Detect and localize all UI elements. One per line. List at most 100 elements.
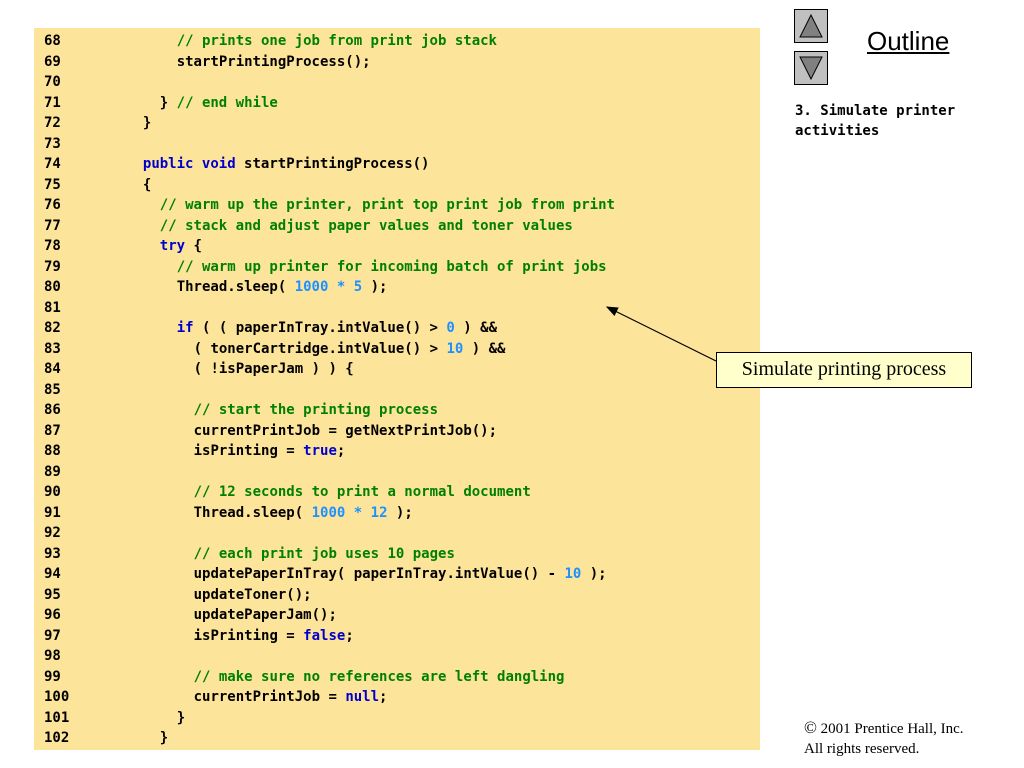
line-number: 79 bbox=[44, 258, 61, 275]
callout-box: Simulate printing process bbox=[716, 352, 972, 388]
line-number: 97 bbox=[44, 627, 61, 644]
line-number: 80 bbox=[44, 279, 61, 295]
code-text: updatePaperInTray( paperInTray.intValue(… bbox=[194, 564, 607, 585]
code-text: Thread.sleep( 1000 * 12 ); bbox=[194, 503, 413, 524]
code-text: } bbox=[177, 708, 185, 729]
copyright-notice: © 2001 Prentice Hall, Inc. All rights re… bbox=[804, 718, 1014, 759]
line-number: 81 bbox=[44, 299, 61, 316]
code-token: // make sure no references are left dang… bbox=[193, 668, 565, 685]
code-token: // stack and adjust paper values and ton… bbox=[159, 217, 573, 234]
line-number: 93 bbox=[44, 545, 61, 562]
line-number: 71 bbox=[44, 94, 61, 111]
code-token: ; bbox=[379, 689, 388, 705]
copyright-symbol: © bbox=[804, 718, 817, 737]
code-token: } bbox=[159, 730, 169, 746]
outline-step: 3. Simulate printer activities bbox=[795, 103, 956, 139]
code-token: // 12 seconds to print a normal document bbox=[193, 484, 531, 500]
code-token: 5 bbox=[353, 279, 363, 295]
code-text: updateToner(); bbox=[194, 585, 312, 606]
code-token: updatePaperInTray( paperInTray.intValue(… bbox=[193, 566, 565, 582]
code-token: } bbox=[142, 115, 152, 131]
line-number: 73 bbox=[44, 135, 61, 152]
code-token: // prints one job from print job stack bbox=[176, 33, 497, 49]
line-number: 96 bbox=[44, 607, 61, 623]
code-text: // make sure no references are left dang… bbox=[194, 667, 565, 688]
line-number: 90 bbox=[44, 484, 61, 500]
code-text: // each print job uses 10 pages bbox=[194, 544, 455, 565]
code-token: ; bbox=[336, 443, 346, 459]
line-number: 70 bbox=[44, 74, 61, 90]
code-text: // warm up printer for incoming batch of… bbox=[177, 257, 607, 278]
code-token: 0 bbox=[446, 320, 455, 336]
line-number: 98 bbox=[44, 648, 61, 664]
code-token: true bbox=[303, 443, 337, 459]
code-text: } bbox=[143, 113, 151, 134]
triangle-up-icon bbox=[799, 13, 823, 38]
code-token: currentPrintJob = getNextPrintJob(); bbox=[193, 422, 498, 439]
code-token: 10 bbox=[564, 566, 582, 582]
line-number: 69 bbox=[44, 53, 61, 70]
code-text: ( !isPaperJam ) ) { bbox=[194, 359, 354, 380]
code-text: } bbox=[160, 728, 168, 749]
code-token: Thread.sleep( bbox=[176, 279, 295, 295]
code-text: // warm up the printer, print top print … bbox=[160, 195, 615, 216]
code-text: // start the printing process bbox=[194, 400, 438, 421]
code-text: updatePaperJam(); bbox=[194, 605, 337, 626]
code-token: } bbox=[176, 709, 186, 726]
line-number: 82 bbox=[44, 320, 61, 336]
code-token: { bbox=[185, 238, 202, 254]
line-number: 75 bbox=[44, 176, 61, 193]
code-token: startPrintingProcess(); bbox=[176, 53, 371, 70]
code-token: ); bbox=[387, 504, 413, 521]
line-number: 74 bbox=[44, 156, 61, 172]
code-token: 1000 bbox=[294, 279, 329, 295]
code-token: Thread.sleep( bbox=[193, 504, 312, 521]
line-number: 100 bbox=[44, 689, 70, 705]
code-text: if ( ( paperInTray.intValue() > 0 ) && bbox=[177, 318, 497, 339]
code-token: ); bbox=[581, 566, 607, 582]
code-text: Thread.sleep( 1000 * 5 ); bbox=[177, 277, 388, 298]
code-token: // warm up the printer, print top print … bbox=[159, 197, 615, 213]
code-text: // 12 seconds to print a normal document bbox=[194, 482, 531, 503]
line-number: 102 bbox=[44, 730, 70, 746]
line-number: 94 bbox=[44, 566, 61, 582]
next-slide-button[interactable] bbox=[794, 51, 828, 85]
code-token: try bbox=[159, 238, 186, 254]
code-token: updatePaperJam(); bbox=[193, 607, 337, 623]
line-number: 78 bbox=[44, 238, 61, 254]
code-text: public void startPrintingProcess() bbox=[143, 154, 430, 175]
outline-link[interactable]: Outline bbox=[867, 26, 950, 56]
code-token: void bbox=[201, 156, 236, 172]
code-token: updateToner(); bbox=[193, 586, 312, 603]
code-text: isPrinting = true; bbox=[194, 441, 346, 462]
code-token: } bbox=[159, 94, 177, 111]
line-number: 92 bbox=[44, 525, 61, 541]
code-text: { bbox=[143, 175, 151, 196]
triangle-down-icon bbox=[799, 56, 823, 81]
line-number: 99 bbox=[44, 668, 61, 685]
code-token: * bbox=[336, 279, 346, 295]
line-number: 68 bbox=[44, 33, 61, 49]
code-token: 12 bbox=[370, 504, 388, 521]
line-number: 88 bbox=[44, 443, 61, 459]
code-token: ; bbox=[345, 627, 354, 644]
code-token: // end while bbox=[176, 94, 278, 111]
previous-slide-button[interactable] bbox=[794, 9, 828, 43]
code-token: { bbox=[142, 176, 152, 193]
code-listing: 68 // prints one job from print job stack… bbox=[34, 28, 760, 750]
code-token: ( tonerCartridge.intValue() > bbox=[193, 340, 447, 357]
code-token: ( !isPaperJam ) ) { bbox=[193, 361, 354, 377]
code-text: isPrinting = false; bbox=[194, 626, 354, 647]
code-token: ) && bbox=[463, 340, 506, 357]
line-number: 89 bbox=[44, 463, 61, 480]
code-token: // warm up printer for incoming batch of… bbox=[176, 258, 607, 275]
code-text: ( tonerCartridge.intValue() > 10 ) && bbox=[194, 339, 506, 360]
code-token: * bbox=[353, 504, 363, 521]
code-text: } // end while bbox=[160, 93, 278, 114]
code-text: currentPrintJob = getNextPrintJob(); bbox=[194, 421, 497, 442]
code-text: try { bbox=[160, 236, 202, 257]
code-token: ) && bbox=[454, 320, 498, 336]
line-number: 77 bbox=[44, 217, 61, 234]
line-number: 85 bbox=[44, 381, 61, 398]
